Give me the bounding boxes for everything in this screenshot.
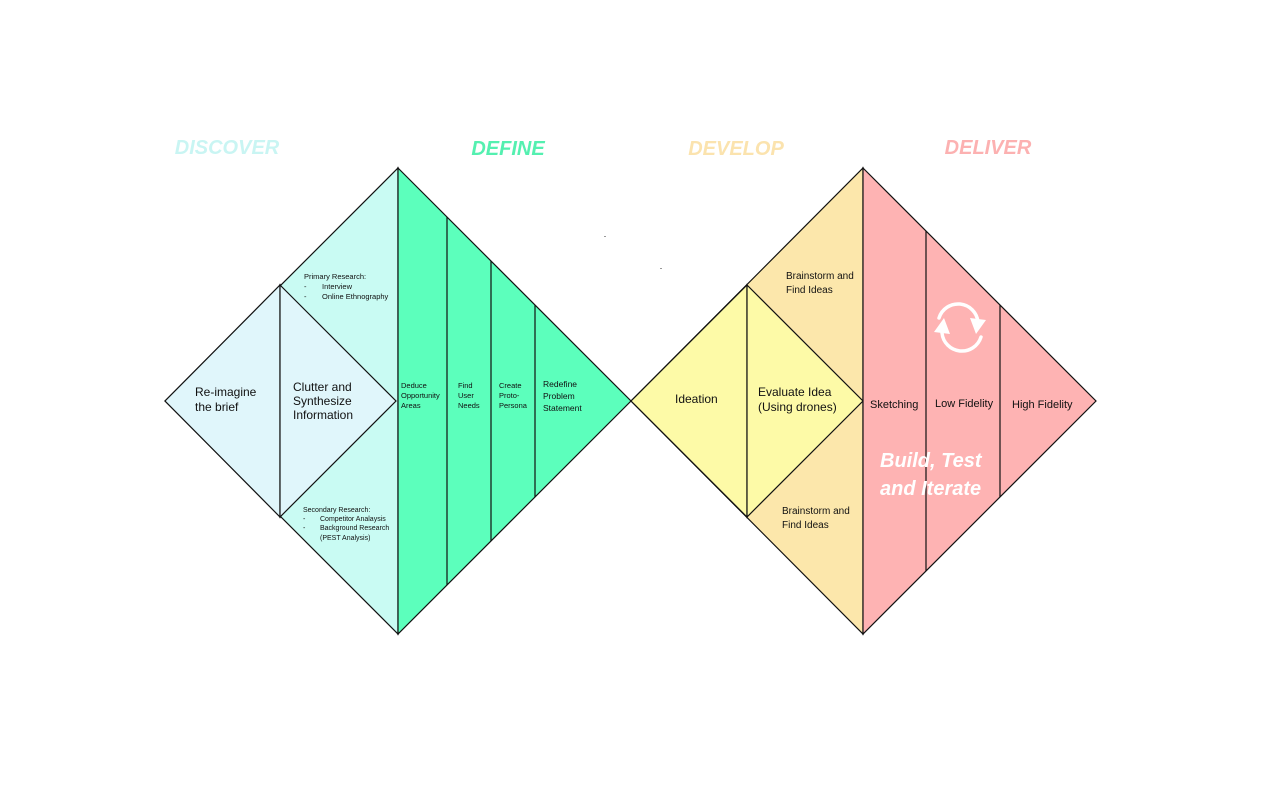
high-fidelity-label: High Fidelity <box>1012 399 1073 411</box>
svg-text:(PEST Analysis): (PEST Analysis) <box>320 535 370 542</box>
phase-title-develop: DEVELOP <box>688 138 784 160</box>
phase-title-define: DEFINE <box>471 138 545 160</box>
create-persona-label: Create Proto- Persona <box>499 381 528 410</box>
evaluate-region <box>746 283 864 519</box>
sketching-label: Sketching <box>870 399 918 411</box>
right-diamond <box>630 166 1097 636</box>
brainstorm-bottom-label: Brainstorm and Find Ideas <box>782 506 853 531</box>
clutter-region <box>279 283 397 519</box>
redefine-label: Redefine Problem Statement <box>543 379 582 413</box>
svg-text:Secondary Research:: Secondary Research: <box>303 507 370 514</box>
define-region <box>397 166 632 636</box>
low-fidelity-label: Low Fidelity <box>935 398 994 410</box>
phase-title-deliver: DELIVER <box>945 137 1032 159</box>
svg-text:-: - <box>304 292 307 301</box>
svg-text:Online Ethnography: Online Ethnography <box>322 292 389 301</box>
svg-text:Interview: Interview <box>322 282 353 291</box>
svg-text:Background Research: Background Research <box>320 525 389 532</box>
refresh-icon <box>934 302 986 353</box>
primary-research-list: Primary Research: - Interview - Online E… <box>304 272 389 301</box>
ideation-label: Ideation <box>675 392 718 406</box>
svg-text:-: - <box>303 516 306 523</box>
find-user-needs-label: Find User Needs <box>458 381 480 410</box>
svg-text:-: - <box>303 525 306 532</box>
speck <box>604 236 606 237</box>
svg-text:-: - <box>304 282 307 291</box>
reimagine-label: Re-imagine the brief <box>195 385 260 414</box>
brainstorm-top-label: Brainstorm and Find Ideas <box>786 271 857 296</box>
left-diamond <box>164 166 632 636</box>
deduce-label: Deduce Opportunity Areas <box>401 381 442 410</box>
build-test-iterate-label: Build, Test and Iterate <box>880 450 987 500</box>
speck <box>660 268 662 269</box>
secondary-research-list: Secondary Research: - Competitor Analays… <box>303 507 389 542</box>
evaluate-idea-label: Evaluate Idea (Using drones) <box>758 385 837 414</box>
phase-title-discover: DISCOVER <box>175 137 280 159</box>
svg-text:Competitor Analaysis: Competitor Analaysis <box>320 516 386 523</box>
deliver-region <box>862 166 1097 636</box>
clutter-label: Clutter and Synthesize Information <box>293 380 355 422</box>
svg-text:Primary Research:: Primary Research: <box>304 272 366 281</box>
